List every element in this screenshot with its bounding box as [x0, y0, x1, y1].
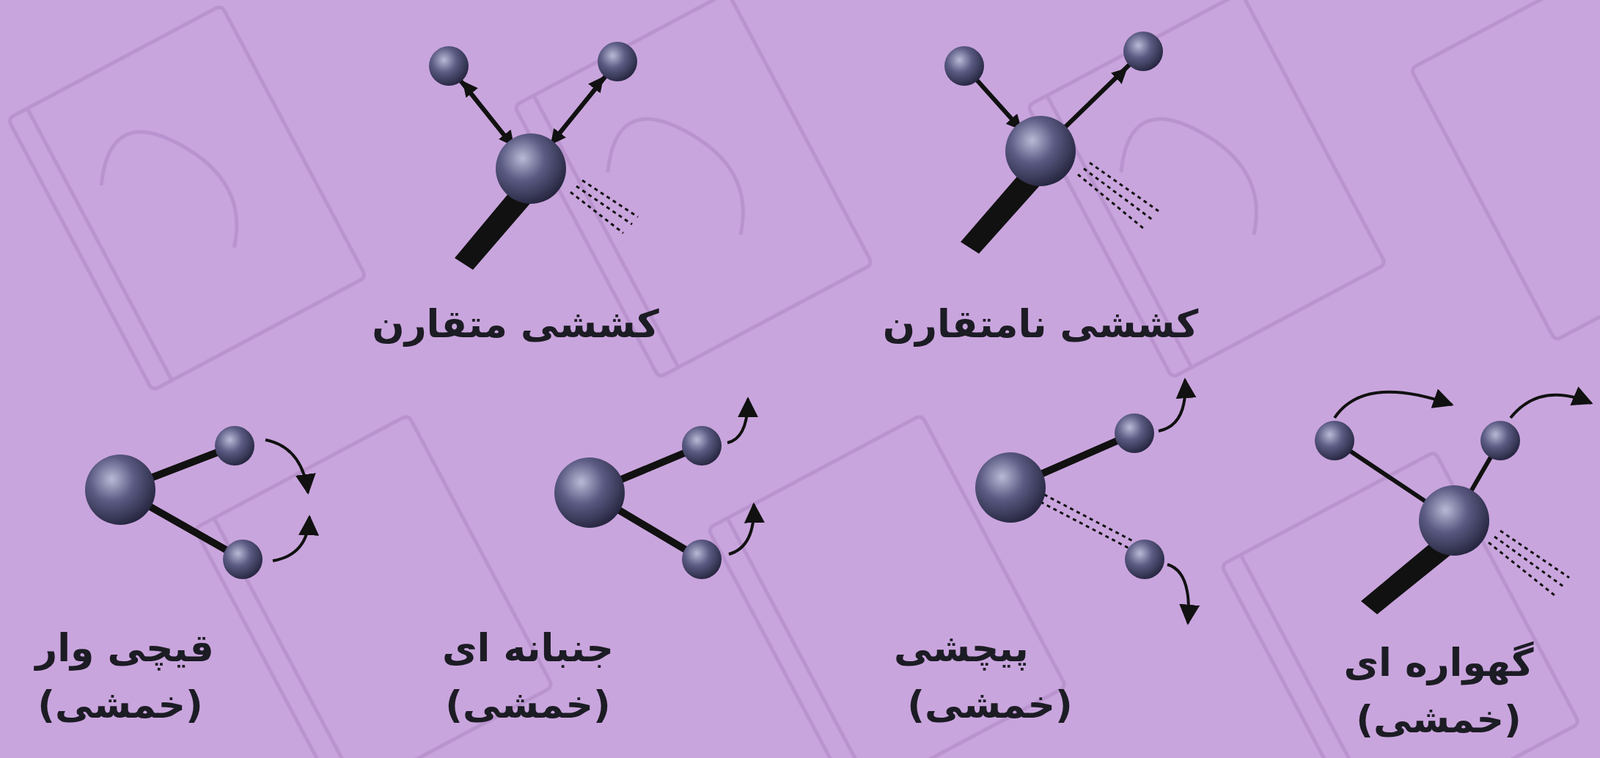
mode-label: (خمشی) — [907, 683, 1073, 728]
mode-label: کششی متقارن — [371, 302, 659, 347]
mode-label: کششی نامتقارن — [882, 302, 1199, 347]
mode-label: (خمشی) — [37, 683, 203, 728]
mode-label: قیچی وار — [35, 626, 215, 671]
mode-label: (خمشی) — [445, 683, 611, 728]
watermark-books — [8, 0, 1600, 758]
atoms — [85, 31, 1521, 580]
mode-label: (خمشی) — [1355, 698, 1521, 743]
mode-label: گهواره ای — [1343, 641, 1534, 686]
mode-label: جنبانه ای — [442, 626, 614, 671]
mode-label: پیچشی — [893, 626, 1029, 671]
